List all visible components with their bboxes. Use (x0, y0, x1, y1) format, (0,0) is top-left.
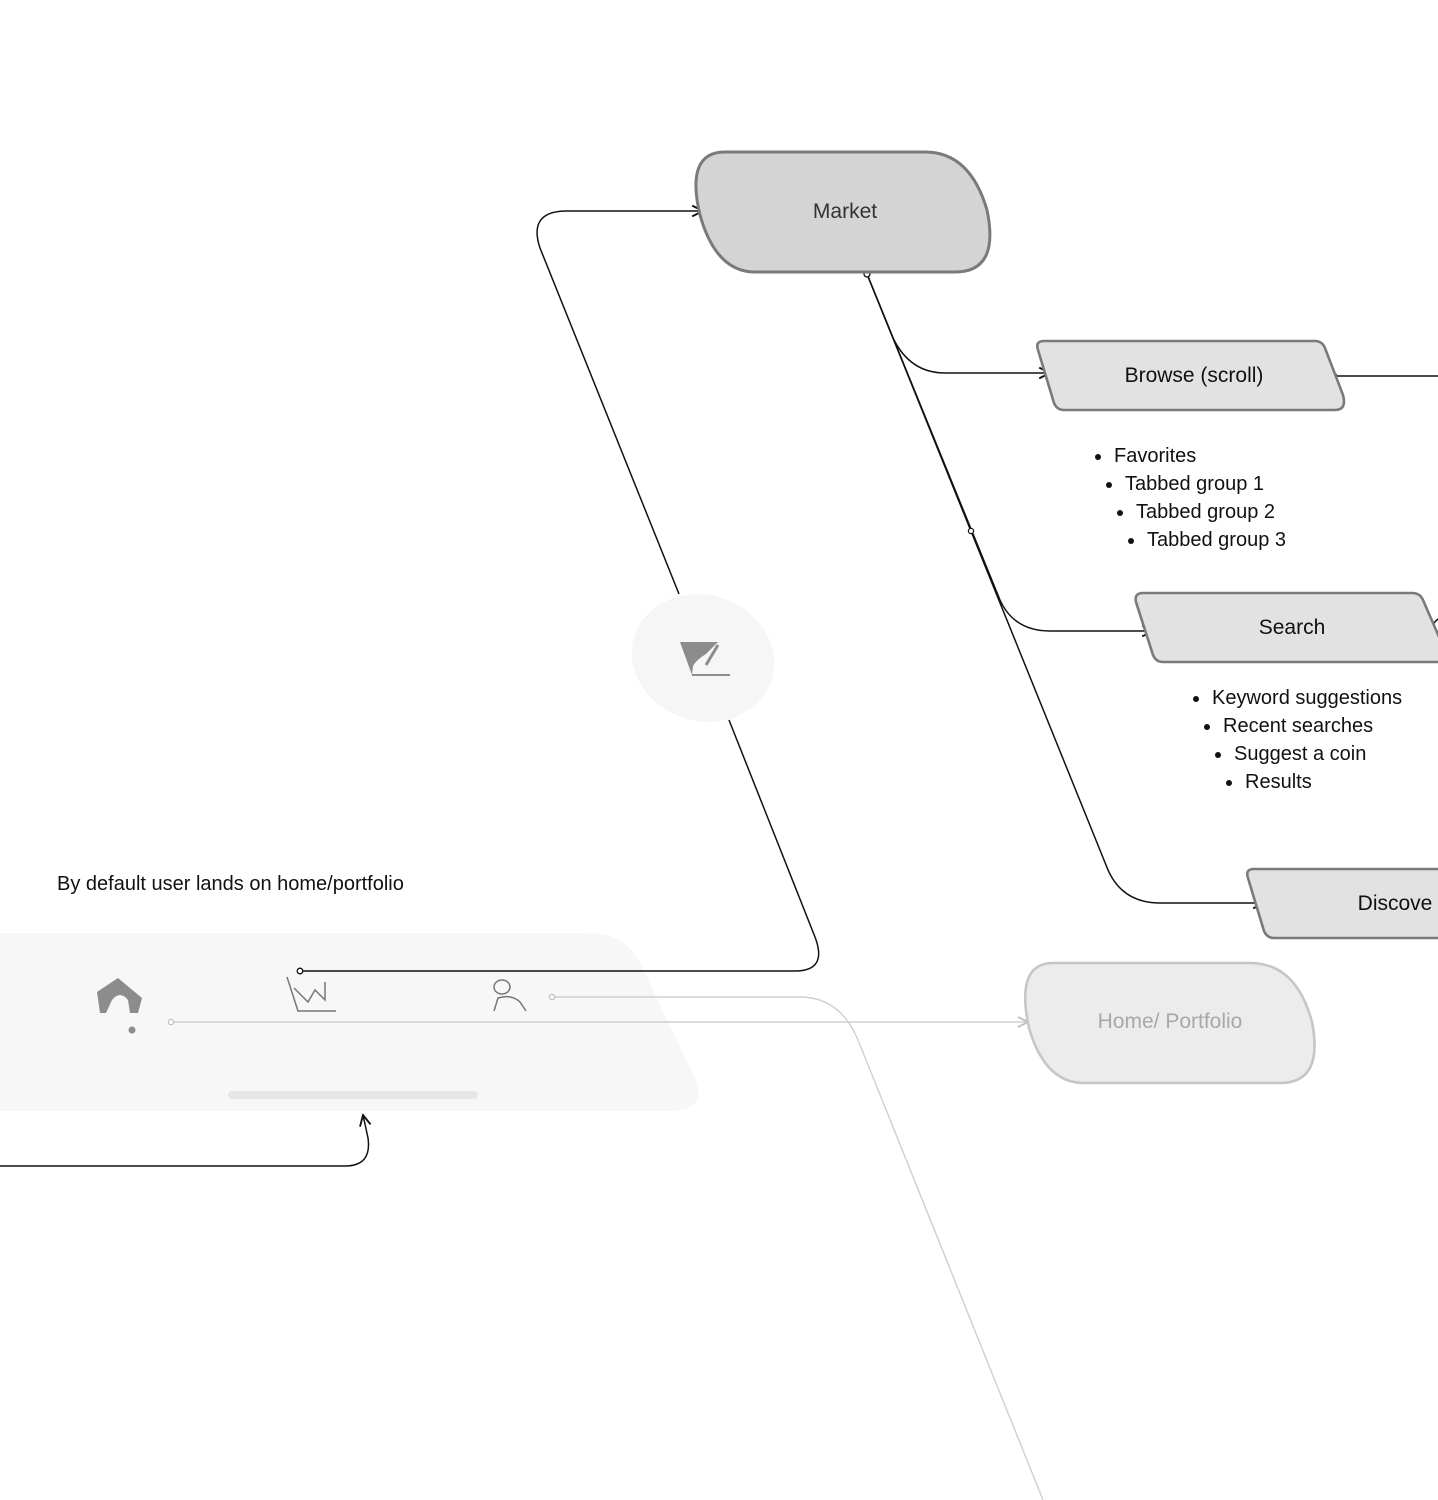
connector-chart-to-market (300, 211, 820, 972)
connector-dot (967, 527, 975, 535)
search-node[interactable] (1134, 591, 1438, 664)
home-portfolio-node[interactable] (1023, 961, 1316, 1085)
default-landing-note: By default user lands on home/portfolio (57, 873, 404, 895)
list-item: Tabbed group 2 (1116, 501, 1276, 523)
chart-badge-icon (680, 642, 730, 676)
connector-dot (167, 1018, 175, 1026)
discover-node-label: Discove (1357, 892, 1433, 915)
market-node[interactable] (694, 150, 992, 274)
profile-icon[interactable] (493, 979, 527, 1012)
connector-into-nav (0, 1115, 369, 1167)
list-item: Results (1226, 771, 1312, 793)
search-node-label: Search (1258, 616, 1326, 639)
home-portfolio-node-label: Home/ Portfolio (1097, 1010, 1243, 1033)
discover-node[interactable] (1245, 867, 1438, 940)
list-item: Keyword suggestions (1192, 687, 1403, 709)
list-item: Tabbed group 3 (1127, 529, 1287, 551)
home-indicator-handle (228, 1091, 478, 1099)
connector-market-to-discover (866, 273, 1264, 903)
list-item: Suggest a coin (1214, 743, 1367, 765)
market-node-label: Market (812, 200, 878, 223)
connector-dot (548, 993, 556, 1001)
browse-node-label: Browse (scroll) (1124, 364, 1264, 387)
home-icon[interactable] (97, 978, 142, 1034)
list-item: Favorites (1094, 445, 1197, 467)
connector-dot (296, 967, 304, 975)
list-item: Tabbed group 1 (1105, 473, 1265, 495)
connector-market-to-search (866, 273, 1153, 631)
chart-icon[interactable] (286, 976, 336, 1012)
browse-node[interactable] (1035, 339, 1346, 412)
list-item: Recent searches (1203, 715, 1374, 737)
connector-profile-down (552, 996, 1044, 1500)
market-badge (631, 594, 775, 722)
